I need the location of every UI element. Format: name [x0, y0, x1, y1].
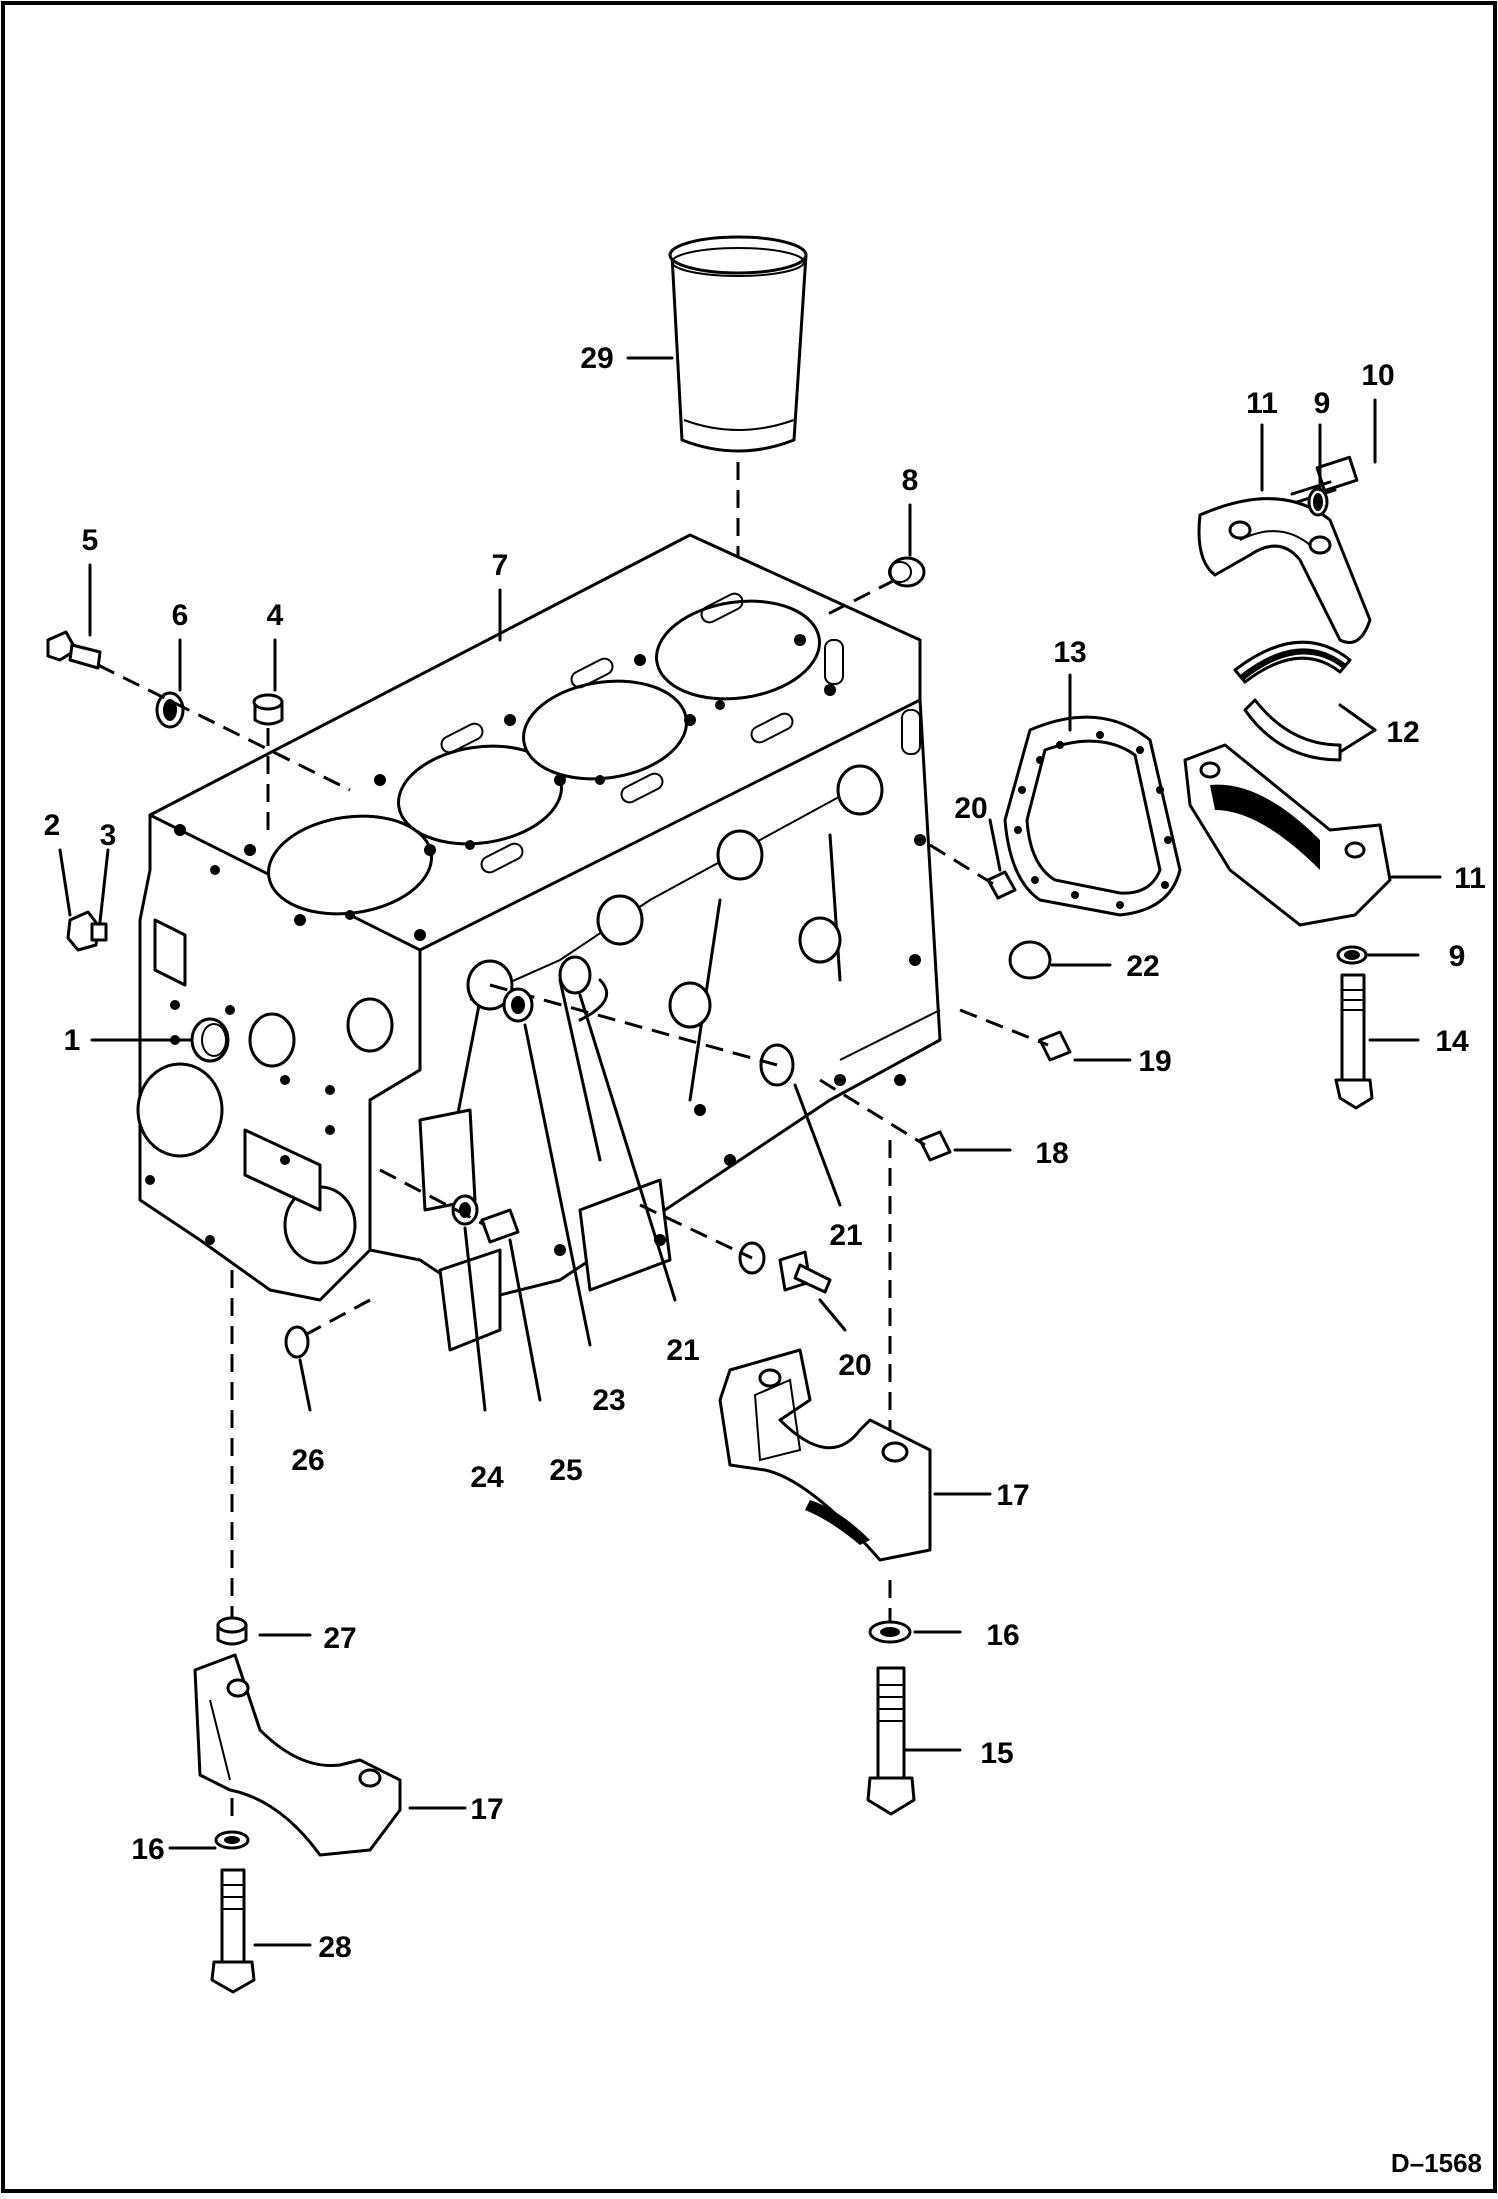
callout-labels: 29 8 7 5 6 4 2 3 1 10 9 11 13 12 11 9 14… — [44, 342, 1486, 1964]
plug-8-line — [819, 578, 896, 620]
bolt-20-lower — [738, 1241, 832, 1294]
thrust-washers — [1233, 640, 1352, 762]
bushing-4 — [252, 693, 284, 726]
callout-11-lower: 11 — [1454, 862, 1486, 895]
main-bearing-cap-left — [193, 1653, 402, 1857]
engine-block — [136, 533, 942, 1352]
fitting-25-line — [379, 1168, 486, 1227]
plug-18-line — [819, 1078, 926, 1147]
plug-22 — [1008, 940, 1052, 980]
callout-15: 15 — [980, 1737, 1013, 1770]
thrust-bearing-case-upper — [1197, 497, 1372, 644]
washer-6 — [155, 691, 185, 729]
callout-27: 27 — [323, 1622, 356, 1655]
callout-29: 29 — [580, 342, 613, 375]
washer-9-upper — [1307, 487, 1329, 517]
thrust-bearing-case-lower — [1183, 743, 1392, 927]
plug-26-line — [304, 1298, 371, 1337]
plug-8 — [888, 556, 926, 588]
callout-21-a: 21 — [829, 1219, 862, 1252]
cylinder-liner — [668, 235, 808, 453]
callout-24: 24 — [470, 1461, 504, 1494]
callout-12: 12 — [1386, 716, 1419, 749]
rings-21-line — [489, 983, 778, 1067]
washer-16-left — [214, 1830, 250, 1850]
callout-20-upper: 20 — [954, 792, 987, 825]
callout-25: 25 — [549, 1454, 582, 1487]
callout-2: 2 — [44, 809, 61, 842]
callout-8: 8 — [902, 464, 919, 497]
insert-20-line — [929, 843, 996, 887]
plug-19-line — [959, 1008, 1049, 1047]
callout-18: 18 — [1035, 1137, 1068, 1170]
callout-23: 23 — [592, 1384, 625, 1417]
callout-9-upper: 9 — [1314, 387, 1331, 420]
callout-16-left: 16 — [131, 1833, 164, 1866]
washer-16-right — [868, 1620, 912, 1644]
callout-17-left: 17 — [470, 1793, 503, 1826]
callout-21-b: 21 — [666, 1334, 699, 1367]
leader-lines — [58, 356, 1442, 1947]
bolt-10 — [1290, 455, 1359, 504]
callout-20-lower: 20 — [838, 1349, 871, 1382]
callout-17-middle: 17 — [996, 1479, 1029, 1512]
bolt-5 — [46, 630, 102, 670]
plug-23 — [502, 987, 534, 1023]
callout-16-right: 16 — [986, 1619, 1019, 1652]
plug-19 — [1038, 1030, 1072, 1062]
plug-18 — [918, 1130, 952, 1162]
callout-28: 28 — [318, 1931, 351, 1964]
callout-26: 26 — [291, 1444, 324, 1477]
callout-3: 3 — [100, 819, 117, 852]
bolt-28 — [210, 1868, 256, 1994]
callout-9-lower: 9 — [1449, 940, 1466, 973]
callout-13: 13 — [1053, 636, 1086, 669]
bolt-20-line — [639, 1203, 753, 1260]
bushing-27 — [216, 1616, 248, 1646]
callout-6: 6 — [172, 599, 189, 632]
fitting-25 — [480, 1208, 520, 1244]
callout-10: 10 — [1361, 359, 1394, 392]
callout-11-upper: 11 — [1246, 387, 1278, 420]
main-bearing-cap-middle — [718, 1348, 932, 1562]
callout-1: 1 — [64, 1024, 81, 1057]
oil-seal-gasket — [1003, 715, 1182, 917]
callout-14: 14 — [1435, 1025, 1469, 1058]
bolt-5-line — [97, 663, 351, 792]
bolt-14 — [1334, 973, 1374, 1110]
callout-19: 19 — [1138, 1045, 1171, 1078]
plug-26 — [284, 1325, 310, 1359]
drain-plug-2-3 — [66, 910, 108, 952]
callout-7: 7 — [492, 549, 509, 582]
callout-4: 4 — [267, 599, 284, 632]
insert-20-upper — [986, 870, 1017, 900]
plug-21-b — [558, 955, 592, 995]
washer-9-lower — [1336, 945, 1368, 965]
callout-5: 5 — [82, 524, 99, 557]
bolt-15 — [866, 1666, 916, 1816]
callout-22: 22 — [1126, 950, 1159, 983]
drawing-id: D–1568 — [1391, 2148, 1482, 2178]
plug-1 — [190, 1017, 230, 1063]
